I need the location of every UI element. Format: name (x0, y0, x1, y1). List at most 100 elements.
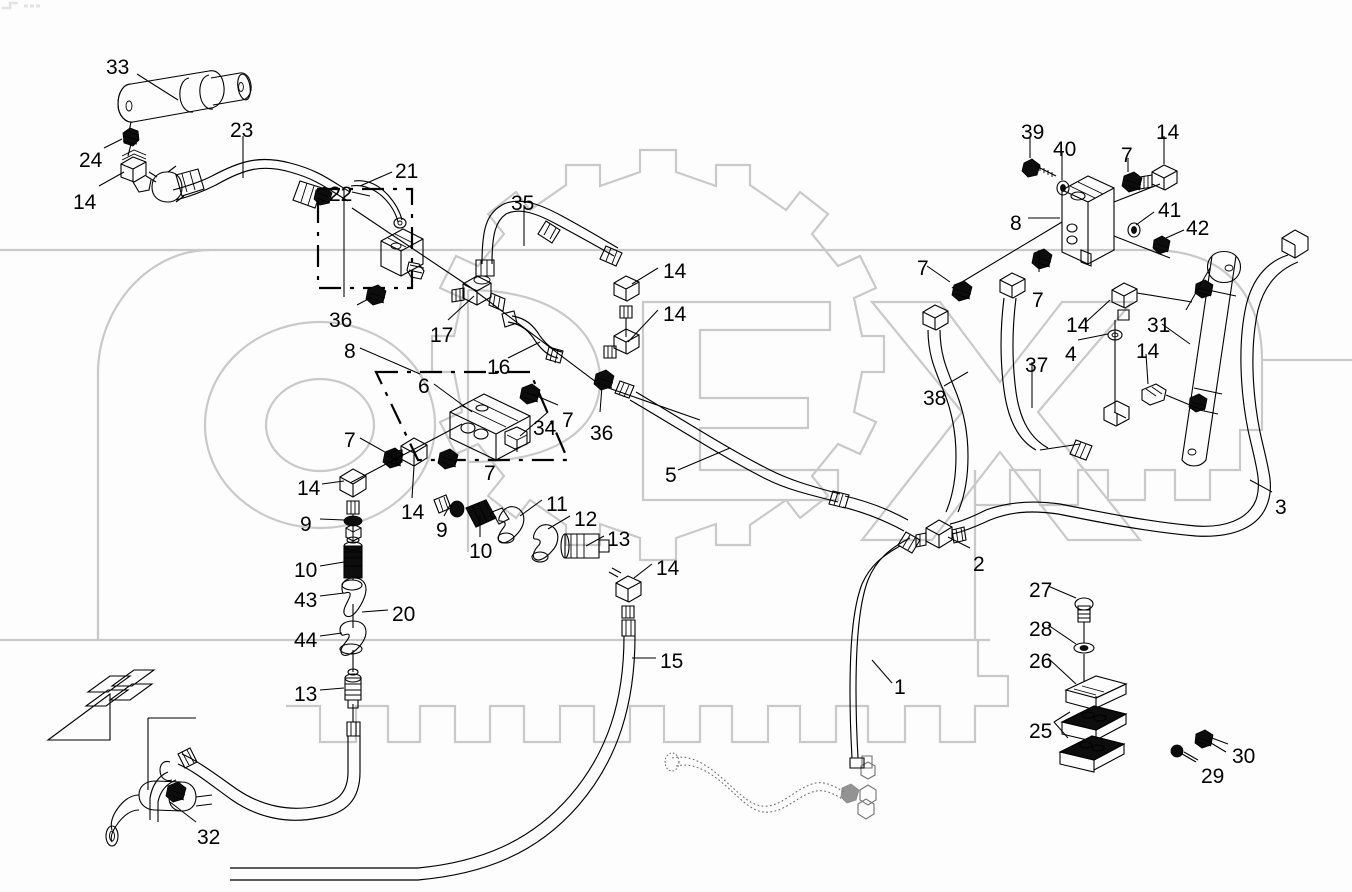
callout-20: 20 (392, 603, 416, 626)
callout-36b: 36 (590, 422, 614, 445)
callout-7a: 7 (562, 409, 574, 432)
part-20-tube-top (317, 721, 361, 819)
part-37-elbow (999, 272, 1026, 299)
callout-34: 34 (533, 417, 557, 440)
part-14d-elbow (339, 468, 367, 515)
callout-40: 40 (1053, 138, 1077, 161)
callout-27: 27 (1029, 579, 1053, 602)
hose-37-tail (1039, 443, 1081, 451)
callout-8b: 8 (1010, 212, 1022, 235)
part-40-washer (1056, 180, 1070, 196)
callout-15: 15 (660, 650, 684, 673)
hose-38 (927, 329, 969, 513)
callout-14d: 14 (297, 477, 321, 500)
part-14i-nut-left (1103, 400, 1130, 427)
hose-37 (1000, 297, 1093, 461)
part-31-port-upper (1194, 279, 1214, 299)
manifold-8-links (951, 183, 1171, 289)
part-13a-coupler (560, 533, 610, 559)
part-10a-connector (343, 536, 363, 579)
callout-42: 42 (1186, 217, 1210, 240)
hose-15 (230, 619, 636, 881)
leader-lines (98, 73, 1273, 823)
part-6-34-manifold (374, 370, 570, 462)
part-14-elbow-c (603, 328, 640, 359)
part-32-nut (165, 781, 187, 803)
callout-11: 11 (546, 493, 568, 516)
part-32-tube (105, 780, 213, 847)
callout-8a: 8 (344, 340, 356, 363)
ferrule-right-36b (614, 380, 635, 399)
part-26-plate (1064, 675, 1128, 711)
callout-14g: 14 (1156, 121, 1180, 144)
hose-23 (145, 158, 351, 209)
callout-14e: 14 (401, 501, 425, 524)
part-41-washer (1127, 222, 1141, 238)
part-30-nut (1194, 729, 1214, 749)
callout-44: 44 (294, 629, 318, 652)
part-13b-fitting (344, 668, 362, 709)
part-7c-nut (382, 447, 404, 469)
callout-22: 22 (329, 183, 353, 206)
hose-16 (501, 310, 564, 364)
part-27-bolt (1074, 597, 1094, 623)
part-7f-nut (1121, 171, 1143, 193)
callout-4: 4 (1065, 343, 1077, 366)
callout-39: 39 (1021, 121, 1045, 144)
callout-5: 5 (665, 464, 677, 487)
callout-2: 2 (973, 553, 985, 576)
callout-9b: 9 (436, 519, 448, 542)
callout-14c: 14 (663, 303, 687, 326)
watermark-gear-outline (96, 148, 1264, 744)
callout-28: 28 (1029, 618, 1053, 641)
part-block-21 (380, 228, 425, 280)
part-8b-manifold (1061, 175, 1115, 267)
part-36a-nut (365, 284, 387, 306)
callout-14i: 14 (1136, 340, 1160, 363)
hose-1 (849, 531, 921, 769)
callout-17: 17 (430, 324, 454, 347)
callout-7d: 7 (917, 257, 929, 280)
part-39-bolt (1021, 158, 1057, 178)
callout-31: 31 (1147, 314, 1171, 337)
part-43-clamp (341, 577, 367, 618)
part-14f-elbow (608, 567, 642, 619)
callout-14h: 14 (1066, 314, 1090, 337)
direction-arrow-symbol (46, 669, 156, 741)
part-14h-elbow (1111, 282, 1138, 321)
hose-3-tail-upper (951, 511, 1059, 535)
part-9b-ferrule (433, 494, 465, 518)
chain-left-diagonal (349, 423, 463, 484)
callout-14a: 14 (73, 191, 97, 214)
part-24-nut (122, 127, 140, 147)
hose-3 (1057, 229, 1309, 537)
main-diagonal-link (351, 207, 701, 421)
callout-38: 38 (923, 387, 947, 410)
callout-10b: 10 (469, 540, 493, 563)
part-14i-fitting (1141, 383, 1167, 406)
callout-3: 3 (1275, 496, 1287, 519)
leads-29-30 (1176, 739, 1227, 763)
callout-21: 21 (395, 160, 419, 183)
part-31-cylinder (1181, 250, 1242, 467)
callout-35: 35 (511, 192, 535, 215)
part-33-cylinder (117, 70, 252, 123)
part-7d-nut (951, 280, 973, 302)
part-14g-elbow (1139, 164, 1178, 191)
part-9a-washer (343, 515, 363, 542)
callout-29: 29 (1201, 765, 1225, 788)
hose-20-lower (159, 747, 319, 821)
part-42-nut (1152, 235, 1171, 255)
part-17-tee (451, 275, 506, 312)
callout-10a: 10 (294, 559, 318, 582)
callout-30: 30 (1232, 745, 1256, 768)
part-44-clamp (339, 620, 367, 656)
stem-33-24-14 (127, 121, 132, 157)
part-32-leader-bracket (147, 717, 196, 790)
hose-35 (475, 200, 623, 277)
callout-33: 33 (106, 56, 130, 79)
hose-23-ferrule-left (175, 168, 205, 197)
callout-12: 12 (574, 508, 598, 531)
part-25-clamp-upper (1060, 705, 1128, 743)
